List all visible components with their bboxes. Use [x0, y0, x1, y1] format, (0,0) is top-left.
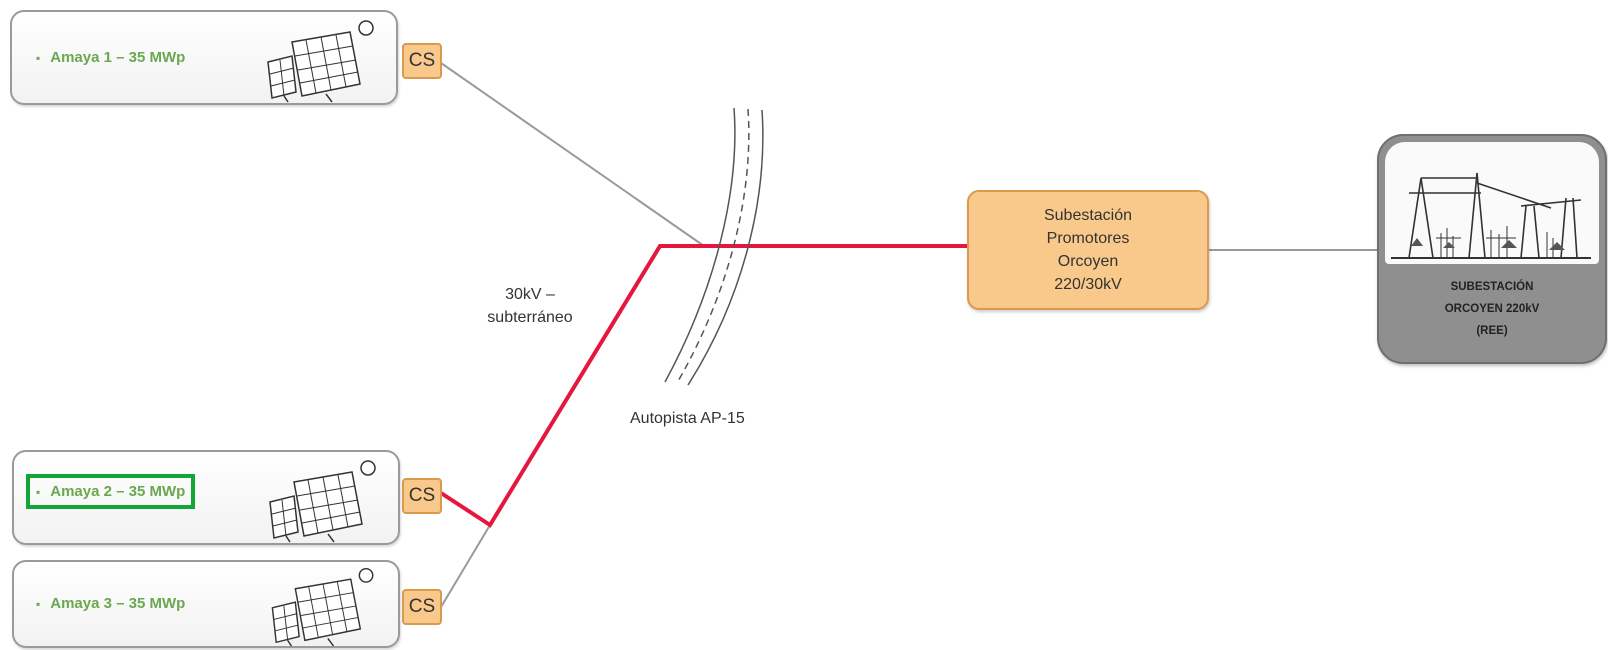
- collector-station-amaya-3: CS: [402, 589, 442, 625]
- cable-label: 30kV – subterráneo: [460, 283, 600, 329]
- plant-label: ▪Amaya 3 – 35 MWp: [36, 595, 186, 612]
- solar-panel-icon: [267, 20, 374, 103]
- ree-label-line1: SUBESTACIÓN: [1450, 281, 1534, 293]
- highway-label: Autopista AP-15: [630, 410, 745, 427]
- highway-road: [664, 107, 764, 386]
- solar-panel-icon: [271, 567, 374, 647]
- cable-label-line2: subterráneo: [487, 309, 573, 326]
- ree-label-line2: ORCOYEN 220kV: [1444, 303, 1540, 315]
- plant-label-highlighted: ▪Amaya 2 – 35 MWp: [26, 474, 196, 509]
- substation-promotores: Subestación Promotores Orcoyen 220/30kV: [967, 190, 1209, 310]
- ree-tower-icon: [1391, 172, 1591, 259]
- substation-line2: Promotores: [1046, 230, 1130, 247]
- ree-substation-art: [1391, 172, 1591, 259]
- ree-label-line3: (REE): [1476, 325, 1508, 337]
- cable-label-line1: 30kV –: [505, 286, 555, 303]
- connector-amaya3: [440, 524, 491, 608]
- bullet-icon: ▪: [36, 597, 41, 611]
- bullet-icon: ▪: [36, 485, 41, 499]
- substation-line3: Orcoyen: [1057, 253, 1119, 270]
- plant-label: ▪Amaya 1 – 35 MWp: [36, 49, 186, 66]
- collector-station-amaya-1: CS: [402, 43, 442, 79]
- substation-ree: SUBESTACIÓN ORCOYEN 220kV (REE): [1377, 134, 1607, 364]
- plant-box-amaya-1: ▪Amaya 1 – 35 MWp: [10, 10, 398, 105]
- plant-box-amaya-3: ▪Amaya 3 – 35 MWp: [12, 560, 400, 648]
- solar-panel-icon: [269, 460, 376, 543]
- underground-cable: [439, 244, 967, 528]
- substation-line1: Subestación: [1043, 207, 1133, 224]
- connector-amaya1: [440, 62, 705, 247]
- ree-label: SUBESTACIÓN ORCOYEN 220kV (REE): [1379, 276, 1605, 342]
- substation-line4: 220/30kV: [1054, 276, 1122, 293]
- bullet-icon: ▪: [36, 51, 41, 65]
- collector-station-amaya-2: CS: [402, 478, 442, 514]
- plant-box-amaya-2: ▪Amaya 2 – 35 MWp: [12, 450, 400, 545]
